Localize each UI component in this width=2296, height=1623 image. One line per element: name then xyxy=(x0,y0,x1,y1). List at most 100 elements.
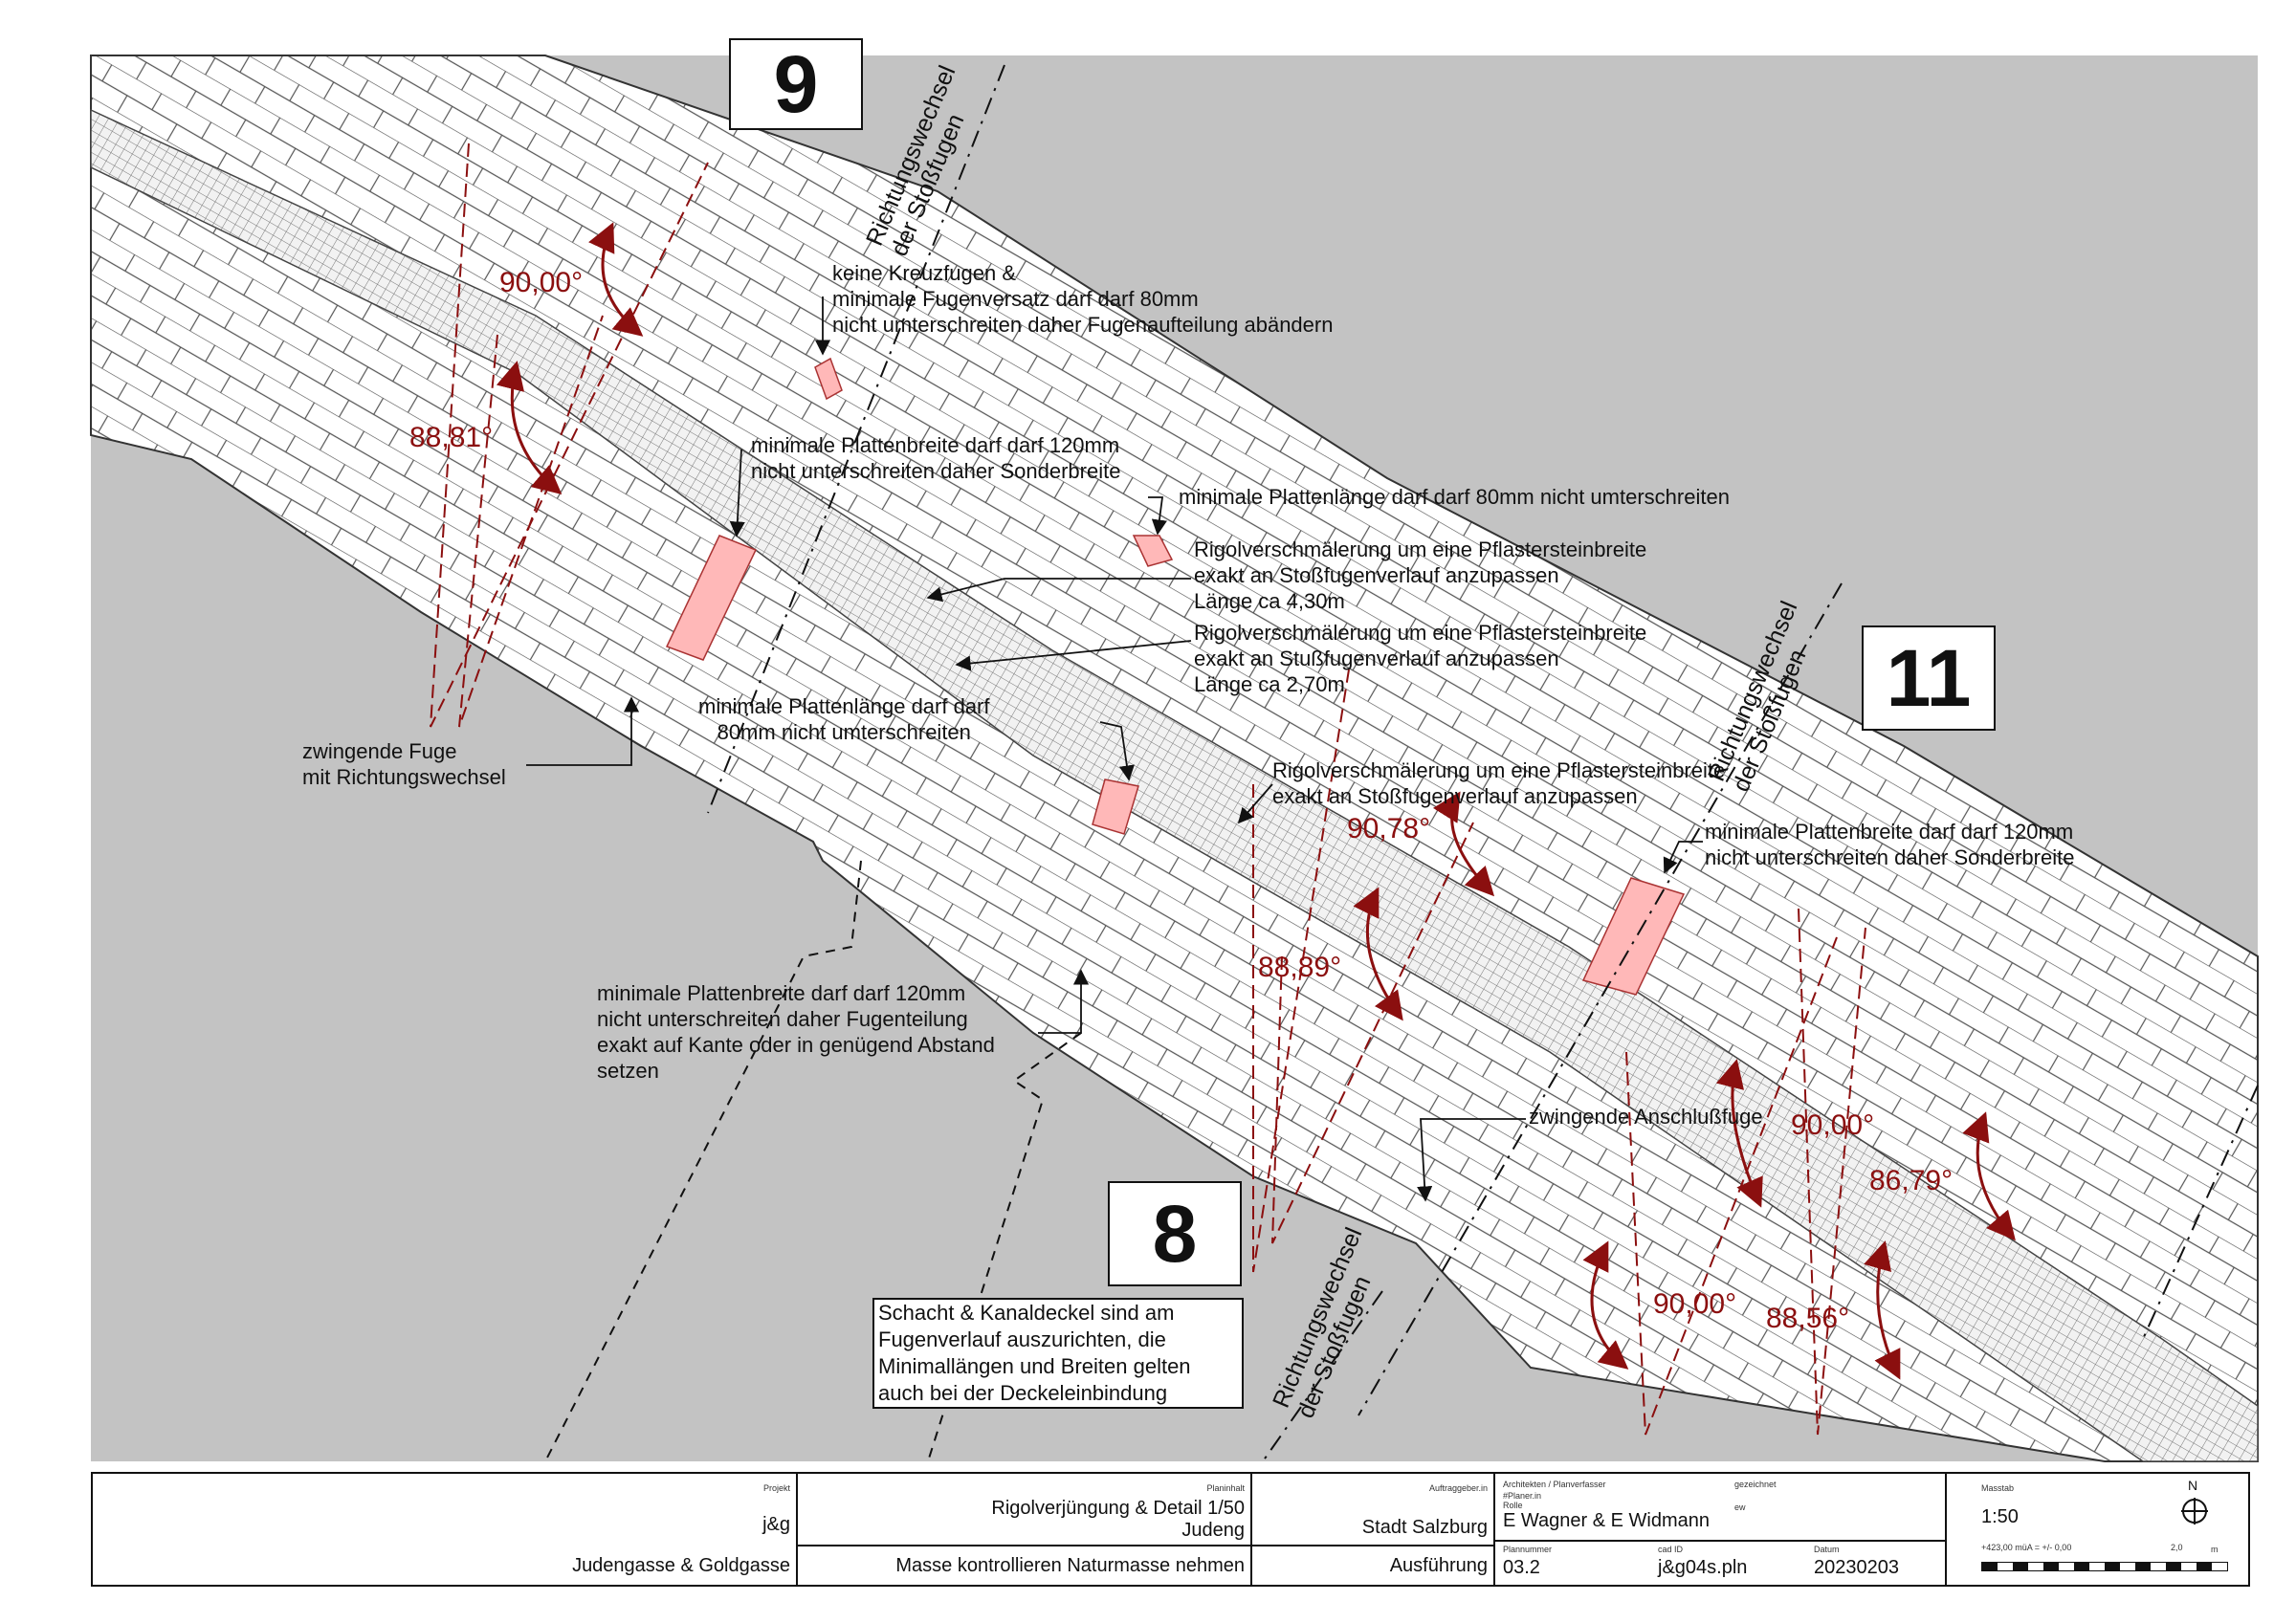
note-plattenlaenge-2: minimale Plattenlänge darf darf 80mm nic… xyxy=(698,694,990,744)
dashed-line xyxy=(1625,936,1838,1436)
angle-arc xyxy=(1962,1111,2016,1241)
dashed-line xyxy=(1271,822,1474,1244)
angle-label: 88,89° xyxy=(1258,952,1342,983)
ew-label: ew xyxy=(1734,1502,1746,1512)
angle-arc xyxy=(588,222,644,337)
dashdot-line xyxy=(2142,1085,2259,1340)
plannummer-value: 03.2 xyxy=(1503,1557,1540,1578)
datum-value: 20230203 xyxy=(1814,1557,1899,1578)
angle-label: 88,81° xyxy=(409,422,494,453)
leader-lines xyxy=(526,296,1703,1202)
angle-label: 90,00° xyxy=(1791,1109,1875,1141)
leader-line xyxy=(1663,841,1703,874)
note-plattenbreite-3: minimale Plattenbreite darf darf 120mm n… xyxy=(597,981,995,1083)
rolle-label: Rolle xyxy=(1503,1501,1523,1510)
leader-line xyxy=(1038,969,1090,1034)
leader-line xyxy=(926,578,1191,603)
datum-label: Datum xyxy=(1814,1545,1840,1554)
dashed-line xyxy=(927,1032,1082,1462)
projekt-value: j&g xyxy=(762,1514,790,1535)
leader-line xyxy=(1099,721,1135,781)
massstab-value: 1:50 xyxy=(1981,1506,2019,1527)
scale-num: 2,0 xyxy=(2171,1543,2183,1552)
architekten-label: Architekten / Planverfasser xyxy=(1503,1480,1606,1489)
title-block: Projekt j&g Judengasse & Goldgasse Plani… xyxy=(91,1472,2250,1587)
auftraggeber-value: Stadt Salzburg xyxy=(1361,1517,1488,1538)
angle-arc xyxy=(1715,1059,1763,1208)
highlight-plate xyxy=(1092,779,1139,835)
leader-line xyxy=(1148,496,1167,536)
phase-value: Ausführung xyxy=(1389,1555,1488,1576)
construction-lines xyxy=(430,143,1866,1436)
angle-arc xyxy=(1582,1240,1629,1370)
dashed-line xyxy=(430,143,709,728)
north-arrow-icon xyxy=(2181,1498,2208,1524)
angle-label: 88,56° xyxy=(1766,1303,1850,1334)
angle-label: 90,78° xyxy=(1347,813,1431,844)
sheet-number-8: 8 xyxy=(1108,1181,1242,1286)
architekten-value: E Wagner & E Widmann xyxy=(1503,1510,1711,1531)
hoehe-label: +423,00 müA = +/- 0,00 xyxy=(1981,1543,2072,1552)
scale-bar xyxy=(1981,1562,2228,1571)
highlight-plate xyxy=(665,535,758,661)
divider xyxy=(798,1545,1250,1546)
divider xyxy=(1252,1545,1493,1546)
note-rigol-1: Rigolverschmälerung um eine Pflasterstei… xyxy=(1194,537,1647,613)
planinhalt-label: Planinhalt xyxy=(1206,1483,1245,1493)
planer-label: #Planer.in xyxy=(1503,1491,1542,1501)
planinhalt-ort: Judeng xyxy=(1181,1520,1245,1541)
projekt-sub: Judengasse & Goldgasse xyxy=(572,1555,790,1576)
auftraggeber-label: Auftraggeber.in xyxy=(1428,1483,1488,1493)
note-rigol-3: Rigolverschmälerung um eine Pflasterstei… xyxy=(1272,758,1726,808)
dashdot-line xyxy=(707,64,1005,814)
sheet-number-9: 9 xyxy=(729,38,863,130)
scale-unit: m xyxy=(2211,1545,2219,1554)
leader-line xyxy=(729,449,745,537)
leader-line xyxy=(955,640,1192,671)
angle-label: 86,79° xyxy=(1869,1165,1954,1196)
gezeichnet-label: gezeichnet xyxy=(1734,1480,1777,1489)
angle-arcs xyxy=(496,222,2016,1380)
leader-line xyxy=(1237,783,1273,824)
note-rigol-2: Rigolverschmälerung um eine Pflasterstei… xyxy=(1194,621,1647,696)
angle-arc xyxy=(1432,791,1495,897)
dashed-line xyxy=(1798,908,1866,1436)
title-cell-projekt: Projekt j&g Judengasse & Goldgasse xyxy=(93,1474,798,1585)
angle-arc xyxy=(1864,1240,1901,1380)
leader-line xyxy=(1417,1118,1526,1202)
note-kreuzfugen: keine Kreuzfugen & minimale Fugenversatz… xyxy=(832,261,1334,337)
title-cell-architekten: Architekten / Planverfasser gezeichnet #… xyxy=(1495,1474,1947,1585)
note-anschlussfuge: zwingende Anschlußfuge xyxy=(1529,1105,1763,1129)
leader-line xyxy=(526,696,640,766)
note-zwingende-fuge: zwingende Fuge mit Richtungswechsel xyxy=(302,739,506,789)
angle-label: 90,00° xyxy=(499,267,584,298)
plannummer-label: Plannummer xyxy=(1503,1545,1553,1554)
highlight-plate xyxy=(814,357,843,401)
projekt-label: Projekt xyxy=(762,1483,790,1493)
divider xyxy=(1495,1540,1945,1542)
highlight-plate xyxy=(1581,877,1686,996)
title-cell-planinhalt: Planinhalt Rigolverjüngung & Detail 1/50… xyxy=(798,1474,1252,1585)
north-label: N xyxy=(2188,1478,2198,1493)
planinhalt-value: Rigolverjüngung & Detail 1/50 xyxy=(991,1498,1245,1519)
highlight-plate xyxy=(1132,535,1174,567)
planinhalt-note: Masse kontrollieren Naturmasse nehmen xyxy=(895,1555,1245,1576)
dashed-line xyxy=(1252,669,1350,1273)
cadid-value: j&g04s.pln xyxy=(1658,1557,1748,1578)
sheet-number-11: 11 xyxy=(1862,625,1996,731)
note-plattenbreite-1: minimale Plattenbreite darf darf 120mm n… xyxy=(751,433,1121,483)
dashed-line xyxy=(544,860,862,1462)
note-plattenlaenge-1: minimale Plattenlänge darf darf 80mm nic… xyxy=(1179,485,1730,509)
note-plattenbreite-2: minimale Plattenbreite darf darf 120mm n… xyxy=(1705,820,2075,869)
title-cell-massstab: Masstab N 1:50 +423,00 müA = +/- 0,00 2,… xyxy=(1947,1474,2246,1585)
note-schacht-box: Schacht & Kanaldeckel sind am Fugenverla… xyxy=(872,1298,1244,1409)
angle-arc xyxy=(496,361,563,494)
massstab-label: Masstab xyxy=(1981,1483,2015,1493)
cadid-label: cad ID xyxy=(1658,1545,1684,1554)
angle-arc xyxy=(1353,887,1403,1021)
direction-change-lines xyxy=(544,64,2259,1462)
highlighted-plates xyxy=(665,357,1686,996)
title-cell-auftraggeber: Auftraggeber.in Stadt Salzburg Ausführun… xyxy=(1252,1474,1495,1585)
angle-label: 90,00° xyxy=(1653,1288,1737,1320)
